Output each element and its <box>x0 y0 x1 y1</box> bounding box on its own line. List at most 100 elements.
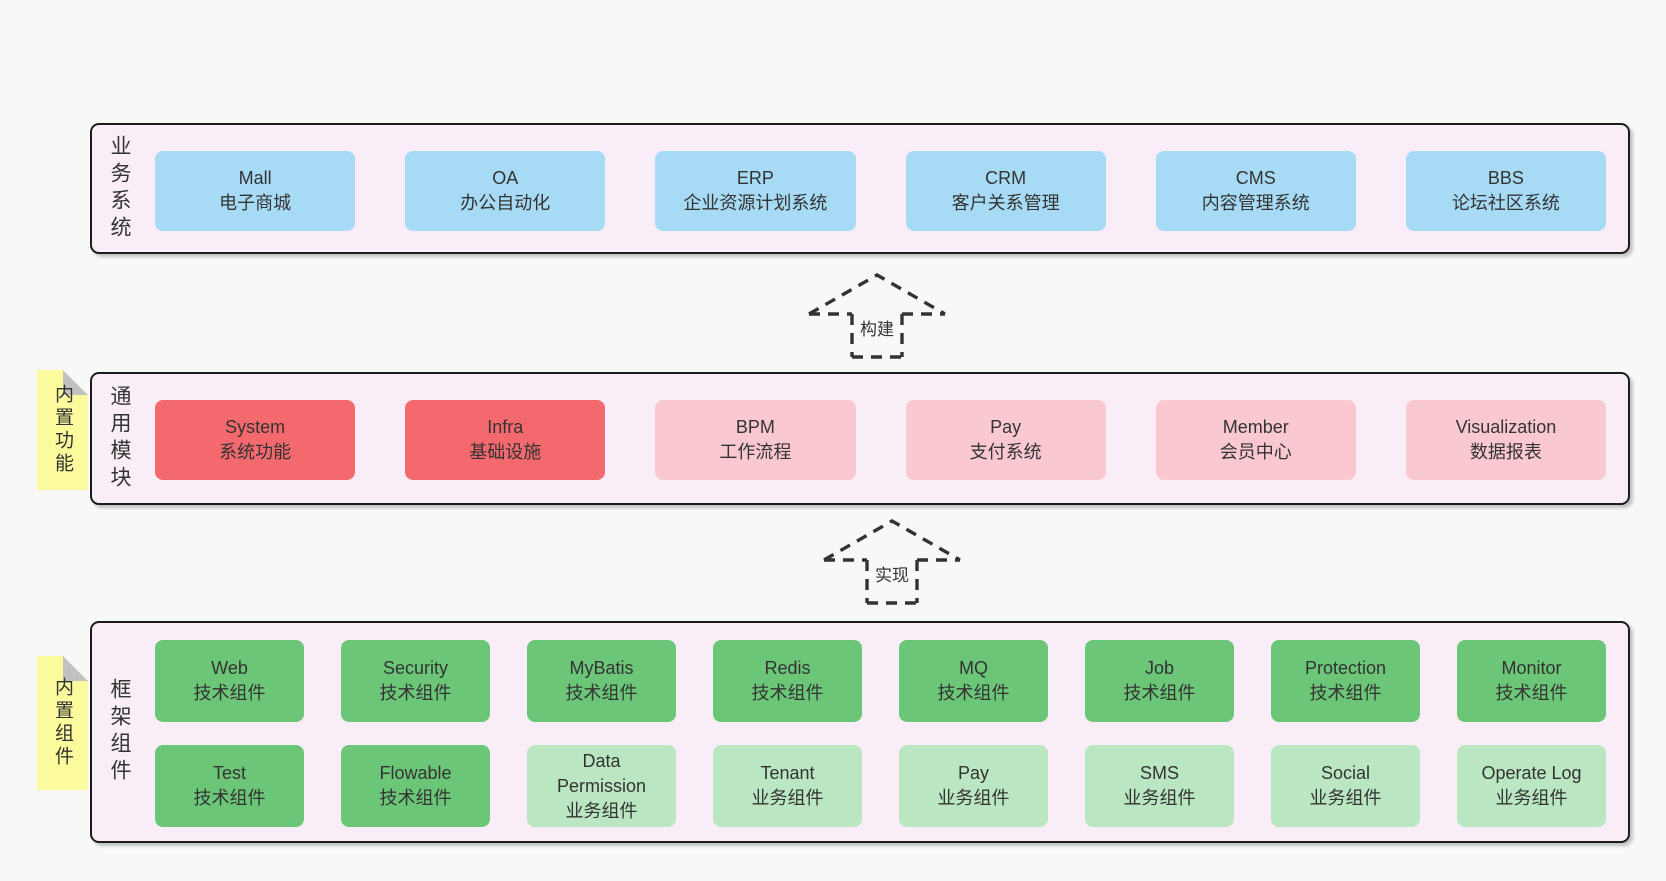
box-desc: 技术组件 <box>565 683 638 703</box>
tab-built-in-features: 内置功能 <box>37 370 88 490</box>
box-desc: 技术组件 <box>193 683 266 703</box>
box-name: Operate Log <box>1481 763 1582 783</box>
box-job: Job 技术组件 <box>1085 640 1234 722</box>
box-name: Pay <box>957 763 990 783</box>
box-desc: 业务组件 <box>1123 788 1196 808</box>
box-name: BPM <box>735 417 775 437</box>
box-operate-log: Operate Log 业务组件 <box>1457 745 1606 827</box>
box-infra: Infra 基础设施 <box>405 400 606 480</box>
implement-arrow: 实现 <box>822 517 962 605</box>
dashed-up-arrow-icon <box>823 519 961 605</box>
business-systems-row: Mall 电子商城 OA 办公自动化 ERP 企业资源计划系统 CRM 客户关系… <box>155 151 1607 231</box>
box-name: OA <box>492 168 519 188</box>
box-name: Data Permission <box>556 750 647 796</box>
box-desc: 技术组件 <box>1309 683 1382 703</box>
box-name: Infra <box>487 417 524 437</box>
box-desc: 支付系统 <box>969 442 1042 462</box>
box-mybatis: MyBatis 技术组件 <box>527 640 676 722</box>
box-desc: 业务组件 <box>1495 788 1568 808</box>
tab-label: 内置组件 <box>52 677 73 769</box>
box-desc: 业务组件 <box>937 788 1010 808</box>
box-name: Monitor <box>1501 658 1562 678</box>
box-name: Security <box>382 658 449 678</box>
box-name: Pay <box>990 417 1022 437</box>
box-visualization: Visualization 数据报表 <box>1405 400 1607 480</box>
box-bpm: BPM 工作流程 <box>655 400 856 480</box>
box-name: Visualization <box>1455 417 1557 437</box>
box-flowable: Flowable 技术组件 <box>341 745 490 827</box>
arrow-label: 构建 <box>857 315 897 340</box>
box-desc: 会员中心 <box>1219 442 1292 462</box>
box-desc: 技术组件 <box>379 683 452 703</box>
box-desc: 客户关系管理 <box>951 193 1060 213</box>
box-oa: OA 办公自动化 <box>405 151 606 231</box>
box-pay: Pay 支付系统 <box>905 400 1106 480</box>
box-sms: SMS 业务组件 <box>1085 745 1234 827</box>
section-common-modules: 通用模块 System 系统功能 Infra 基础设施 BPM 工作流程 Pay… <box>90 372 1630 505</box>
box-desc: 技术组件 <box>193 788 266 808</box>
box-desc: 电子商城 <box>219 193 292 213</box>
section-business-systems: 业务系统 Mall 电子商城 OA 办公自动化 ERP 企业资源计划系统 CRM… <box>90 123 1630 254</box>
tab-built-in-components: 内置组件 <box>37 656 88 790</box>
box-monitor: Monitor 技术组件 <box>1457 640 1606 722</box>
box-desc: 系统功能 <box>219 442 292 462</box>
box-name: Redis <box>764 658 811 678</box>
box-erp: ERP 企业资源计划系统 <box>655 151 856 231</box>
tab-label: 内置功能 <box>52 384 73 476</box>
section-framework-components: 框架组件 Web 技术组件 Security 技术组件 MyBatis 技术组件… <box>90 621 1630 843</box>
box-mq: MQ 技术组件 <box>899 640 1048 722</box>
box-bbs: BBS 论坛社区系统 <box>1405 151 1607 231</box>
box-desc: 技术组件 <box>379 788 452 808</box>
box-name: MQ <box>959 658 988 678</box>
box-security: Security 技术组件 <box>341 640 490 722</box>
dashed-up-arrow-icon <box>808 273 946 359</box>
box-mall: Mall 电子商城 <box>155 151 356 231</box>
box-pay-biz: Pay 业务组件 <box>899 745 1048 827</box>
box-redis: Redis 技术组件 <box>713 640 862 722</box>
box-crm: CRM 客户关系管理 <box>905 151 1106 231</box>
box-desc: 业务组件 <box>751 788 824 808</box>
box-name: Tenant <box>760 763 815 783</box>
box-name: Member <box>1222 417 1289 437</box>
box-cms: CMS 内容管理系统 <box>1155 151 1356 231</box>
section-label: 业务系统 <box>108 134 131 243</box>
box-name: Web <box>211 658 248 678</box>
box-name: ERP <box>736 168 774 188</box>
box-tenant: Tenant 业务组件 <box>713 745 862 827</box>
box-data-permission: Data Permission 业务组件 <box>527 745 676 827</box>
box-name: CMS <box>1235 168 1276 188</box>
build-arrow: 构建 <box>807 271 947 359</box>
box-name: Mall <box>238 168 272 188</box>
framework-components-row-1: Web 技术组件 Security 技术组件 MyBatis 技术组件 Redi… <box>155 640 1606 722</box>
box-desc: 基础设施 <box>469 442 542 462</box>
box-name: System <box>225 417 286 437</box>
box-desc: 技术组件 <box>751 683 824 703</box>
section-label: 框架组件 <box>108 678 131 786</box>
box-protection: Protection 技术组件 <box>1271 640 1420 722</box>
box-desc: 办公自动化 <box>460 193 551 213</box>
box-desc: 技术组件 <box>937 683 1010 703</box>
box-name: Test <box>212 763 246 783</box>
box-name: Job <box>1144 658 1175 678</box>
box-name: Social <box>1320 763 1371 783</box>
box-name: Protection <box>1304 658 1387 678</box>
arrow-label: 实现 <box>872 561 912 586</box>
box-desc: 企业资源计划系统 <box>683 193 828 213</box>
framework-components-row-2: Test 技术组件 Flowable 技术组件 Data Permission … <box>155 745 1606 827</box>
box-web: Web 技术组件 <box>155 640 304 722</box>
box-desc: 数据报表 <box>1469 442 1542 462</box>
common-modules-row: System 系统功能 Infra 基础设施 BPM 工作流程 Pay 支付系统… <box>155 400 1607 480</box>
section-label: 通用模块 <box>108 384 131 493</box>
box-social: Social 业务组件 <box>1271 745 1420 827</box>
box-test: Test 技术组件 <box>155 745 304 827</box>
box-name: CRM <box>985 168 1027 188</box>
box-desc: 工作流程 <box>719 442 792 462</box>
box-desc: 论坛社区系统 <box>1451 193 1560 213</box>
box-system: System 系统功能 <box>155 400 356 480</box>
box-name: SMS <box>1139 763 1179 783</box>
box-member: Member 会员中心 <box>1155 400 1356 480</box>
box-name: Flowable <box>379 763 452 783</box>
box-desc: 内容管理系统 <box>1201 193 1310 213</box>
box-name: MyBatis <box>569 658 634 678</box>
